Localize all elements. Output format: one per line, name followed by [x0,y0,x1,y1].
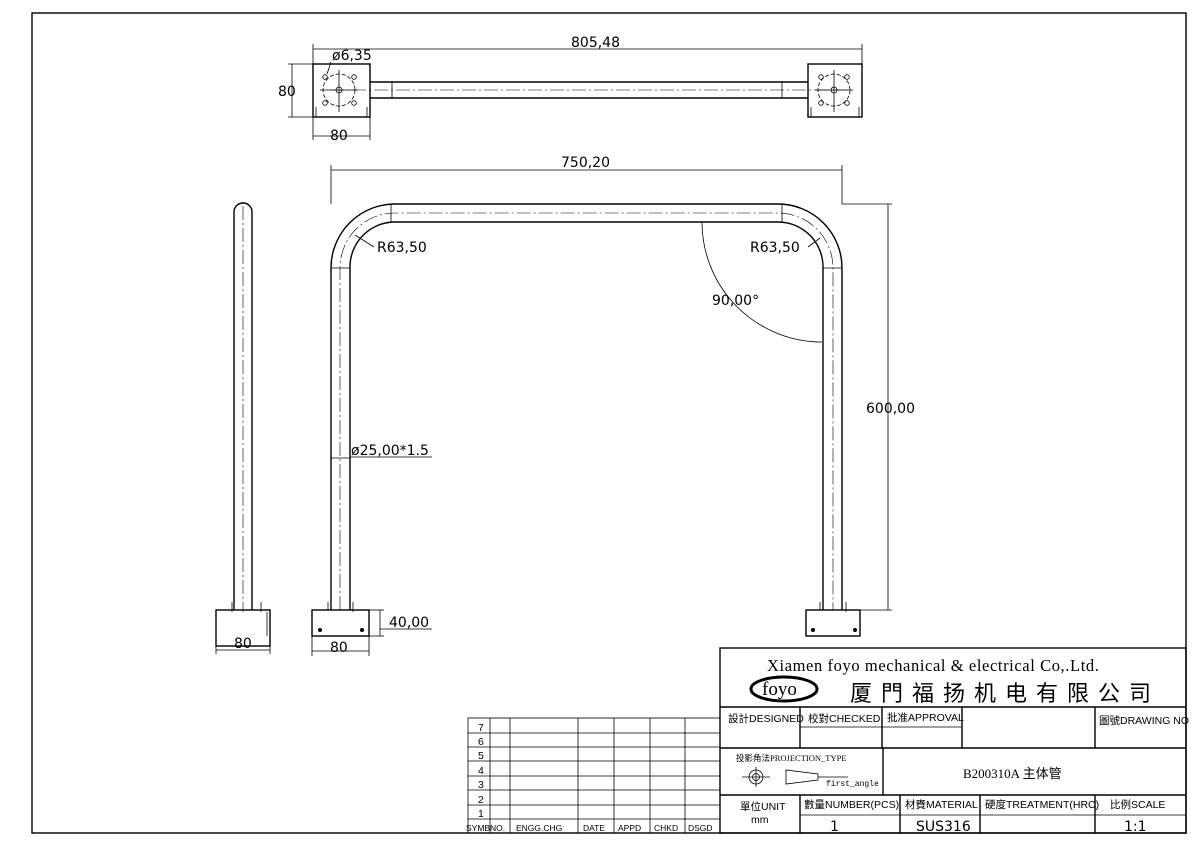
rev-row-7: 7 [478,722,484,734]
unit-value: mm [751,814,769,826]
rev-row-5: 5 [478,750,484,762]
dim-radius-right: R63,50 [750,240,800,256]
company-name-cn: 厦門福扬机电有限公司 [850,681,1160,706]
rev-row-1: 1 [478,808,484,820]
rev-header-dsgd: DSGD [688,823,713,833]
scale-value: 1:1 [1124,819,1147,835]
drawing-no-label: 圖號DRAWING NO [1099,714,1189,727]
dim-height: 600,00 [866,401,915,417]
rev-header-appd: APPD [618,823,641,833]
drawing-frame [31,12,1187,834]
designed-label: 設計DESIGNED [728,712,804,725]
dim-top-length: 805,48 [571,35,620,51]
material-value: SUS316 [916,819,971,835]
approval-label: 批准APPROVAL [887,711,964,724]
dim-hole-dia: ø6,35 [332,48,372,64]
rev-header-date: DATE [583,823,605,833]
rev-header-symb: SYMB [466,823,490,833]
checked-label: 校對CHECKED [808,712,881,725]
side-view [215,202,271,654]
dim-radius-left: R63,50 [377,240,427,256]
unit-label: 單位UNIT [740,800,786,813]
projection-type-label: 投影角法PROJECTION_TYPE [736,753,847,763]
front-view [311,165,892,656]
rev-row-6: 6 [478,736,484,748]
number-label: 數量NUMBER(PCS) [804,798,899,811]
foyo-logo [749,675,819,703]
dim-plate-width-top: 80 [330,128,348,144]
dim-tube-spec: ø25,00*1.5 [351,443,429,459]
rev-row-2: 2 [478,794,484,806]
dim-plate-height-top: 80 [278,84,296,100]
rev-header-engg-chg: ENGG.CHG [516,823,562,833]
projection-type-value: first_angle [826,780,879,789]
rev-row-3: 3 [478,779,484,791]
part-name: B200310A 主体管 [963,766,1062,781]
logo-text: foyo [762,679,797,700]
treatment-label: 硬度TREATMENT(HRC) [985,798,1099,811]
scale-label: 比例SCALE [1110,798,1165,811]
dim-plate-width-side: 80 [234,636,252,652]
number-value: 1 [830,819,839,835]
company-name-en: Xiamen foyo mechanical & electrical Co,.… [767,656,1099,675]
dim-angle: 90,00° [712,293,759,309]
material-label: 材賚MATERIAL [905,798,978,811]
rev-row-4: 4 [478,765,484,777]
dim-inner-width: 750,20 [561,155,610,171]
rev-header-chkd: CHKD [654,823,678,833]
dim-plate-thickness: 40,00 [389,615,429,631]
title-block [719,647,1187,834]
top-view [288,44,863,140]
dim-plate-width-front: 80 [330,640,348,656]
rev-header-no: NO. [490,823,505,833]
revision-table [467,717,721,834]
